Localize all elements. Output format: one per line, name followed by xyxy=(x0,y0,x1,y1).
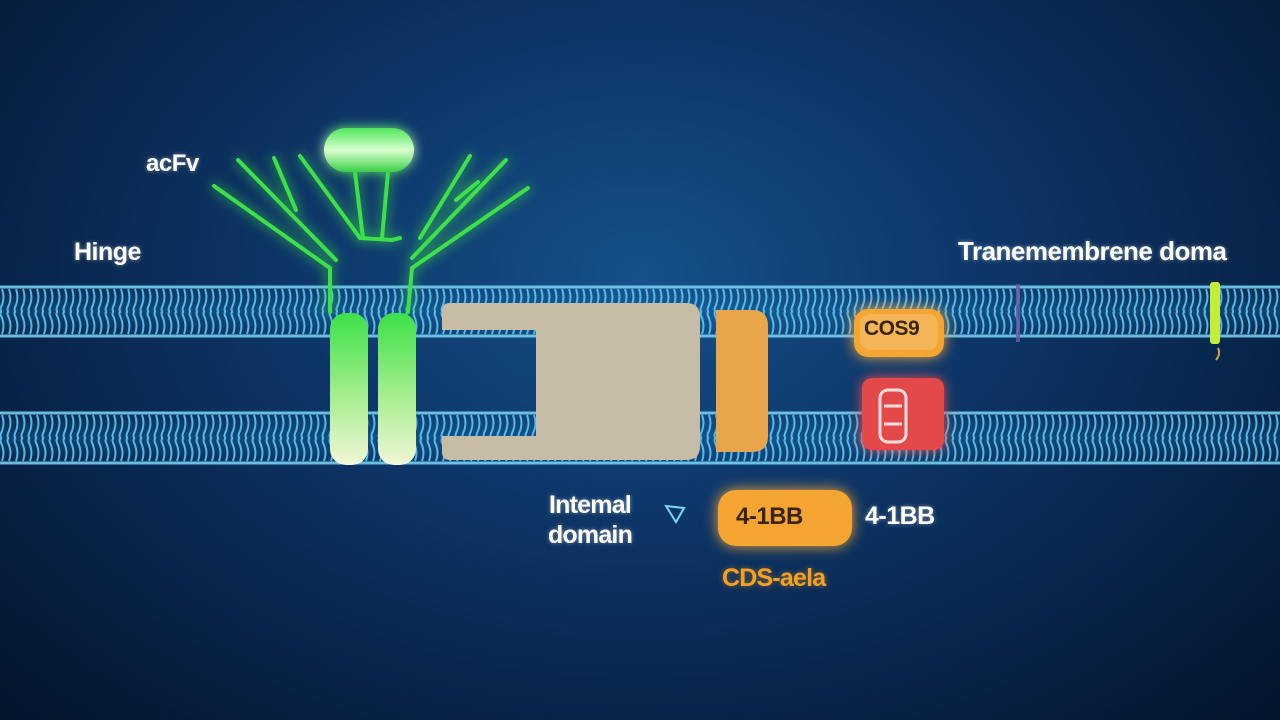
transmembrane-label: Tranemembrene doma xyxy=(958,236,1227,266)
internal-domain-label: Intemal domain xyxy=(547,491,633,549)
orange-block xyxy=(716,310,768,452)
cd3-zeta-box xyxy=(862,378,944,450)
car-receptor xyxy=(212,128,530,314)
cd28-badge xyxy=(854,309,944,357)
hinge-label: Hinge xyxy=(74,238,141,266)
41bb-badge-text: 4-1BB xyxy=(736,503,803,530)
scfv-head xyxy=(324,128,414,172)
41bb-badge xyxy=(718,490,852,546)
scfv-label: acFv xyxy=(146,150,199,177)
costim-41bb-label: 4-1BB xyxy=(865,502,935,530)
core-block xyxy=(442,303,700,460)
hinge-legs xyxy=(330,313,416,465)
purple-marker xyxy=(1016,284,1020,342)
cd28-badge-text: COS9 xyxy=(864,317,920,340)
flag-icon xyxy=(664,504,686,524)
yellow-green-marker xyxy=(1210,282,1220,344)
cd3-label: CDS-aela xyxy=(722,564,826,592)
